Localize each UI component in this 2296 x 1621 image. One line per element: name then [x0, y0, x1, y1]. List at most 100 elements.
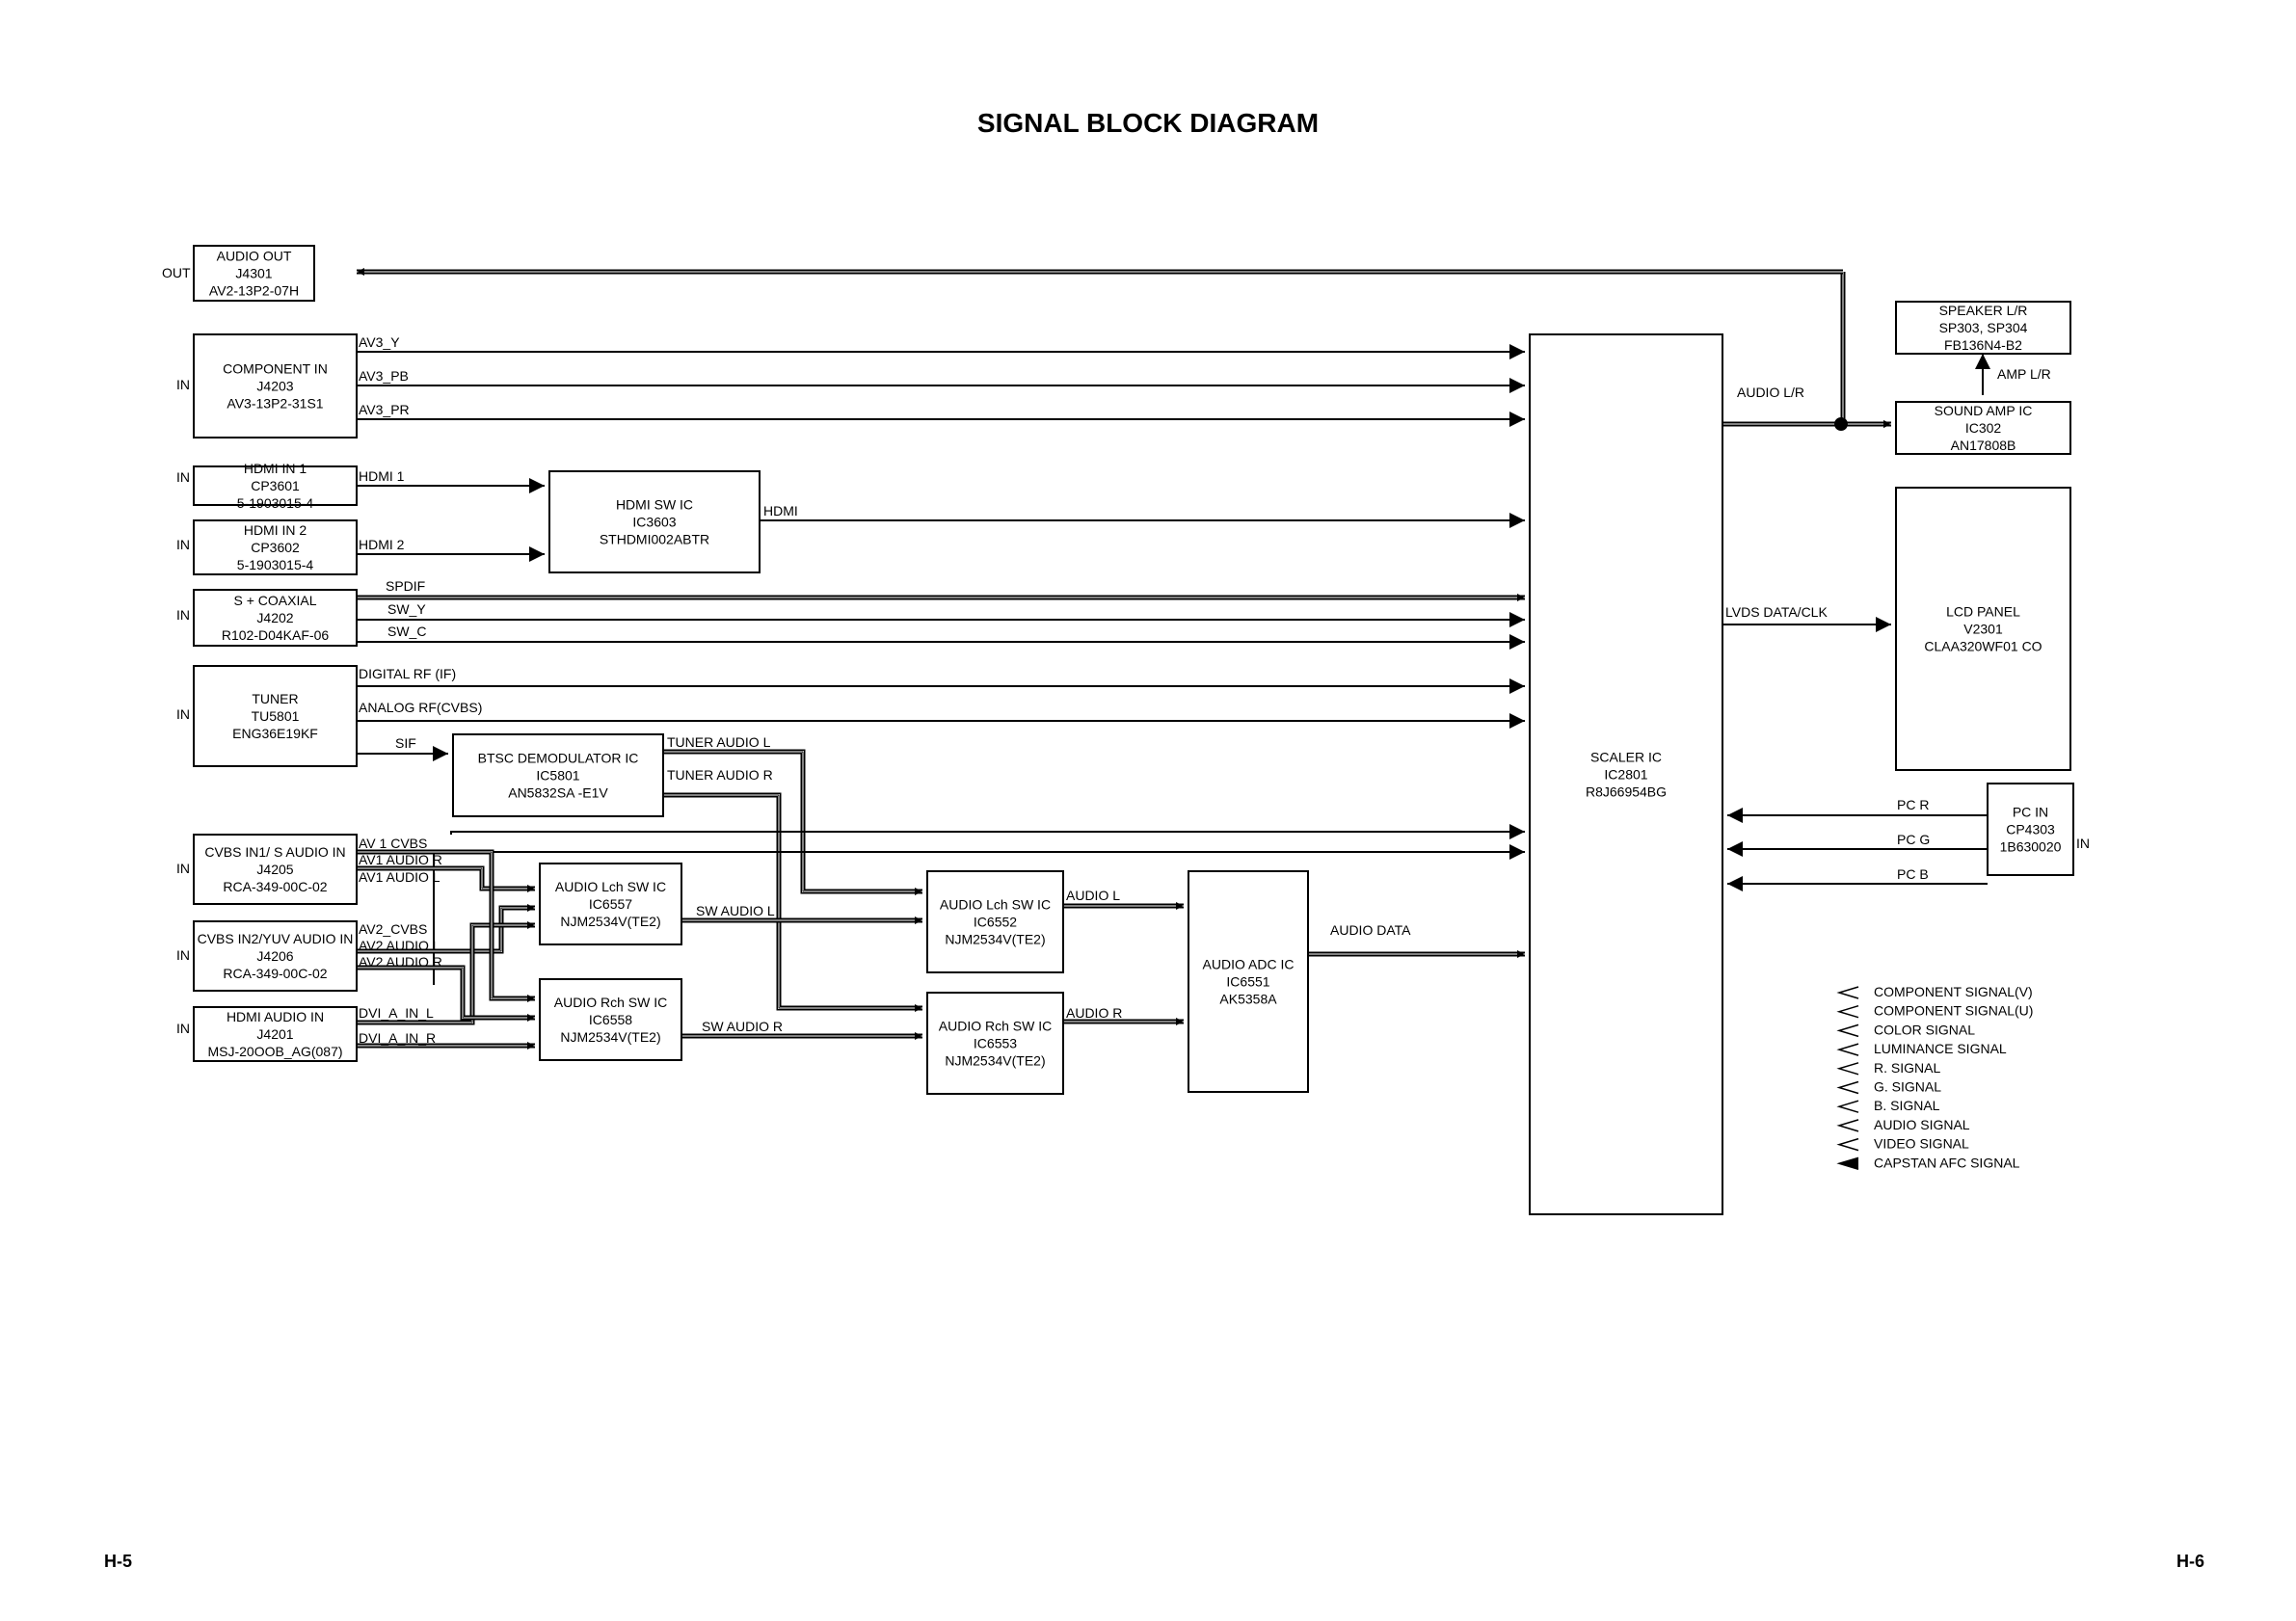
legend-item: CAPSTAN AFC SIGNAL — [1836, 1155, 2020, 1170]
io-label-in: IN — [2076, 836, 2090, 851]
io-label-in: IN — [176, 469, 190, 485]
block-label: BTSC DEMODULATOR IC — [478, 751, 639, 766]
block-label: PC IN — [2013, 805, 2048, 820]
io-label-in: IN — [176, 861, 190, 876]
signal-label-av2-audio-l: AV2 AUDIO L — [359, 938, 441, 953]
legend-label: LUMINANCE SIGNAL — [1874, 1041, 2007, 1056]
legend-item: VIDEO SIGNAL — [1836, 1136, 1969, 1152]
signal-label-av1-cvbs: AV 1 CVBS — [359, 836, 427, 851]
io-label-in: IN — [176, 947, 190, 963]
block-label: R8J66954BG — [1586, 784, 1667, 800]
legend-label: CAPSTAN AFC SIGNAL — [1874, 1155, 2020, 1170]
block-label: NJM2534V(TE2) — [560, 914, 660, 929]
wire-av1-audio-l — [357, 867, 535, 892]
block-label: ENG36E19KF — [232, 726, 318, 741]
wire-av1-cvbs — [450, 824, 1525, 839]
block-label: HDMI SW IC — [616, 497, 693, 513]
legend-label: B. SIGNAL — [1874, 1098, 1940, 1113]
block-label: NJM2534V(TE2) — [945, 932, 1045, 947]
diagram-title: SIGNAL BLOCK DIAGRAM — [976, 108, 1320, 138]
block-label: SCALER IC — [1590, 750, 1662, 765]
block-label: IC3603 — [632, 515, 676, 530]
signal-label-audio-r: AUDIO R — [1066, 1005, 1122, 1021]
block-label: IC6557 — [589, 896, 632, 912]
legend-item: COMPONENT SIGNAL(V) — [1836, 984, 2033, 999]
legend-item: LUMINANCE SIGNAL — [1836, 1041, 2007, 1056]
signal-label-pc-g: PC G — [1897, 832, 1930, 847]
block-label: CLAA320WF01 CO — [1924, 639, 2042, 654]
wire-dvi-l — [357, 921, 535, 1023]
block-label: HDMI IN 2 — [244, 522, 307, 538]
signal-label-pc-r: PC R — [1897, 797, 1929, 812]
signal-label-audio-lr: AUDIO L/R — [1737, 385, 1804, 400]
block-label: AN5832SA -E1V — [508, 785, 608, 801]
legend-label: AUDIO SIGNAL — [1874, 1117, 1970, 1132]
signal-label-av1-audio-r: AV1 AUDIO R — [359, 852, 442, 867]
wire-audio-lr-amp — [1842, 272, 1891, 428]
block-label: 1B630020 — [2000, 839, 2062, 855]
block-label: AN17808B — [1951, 438, 2016, 453]
io-label-in: IN — [176, 377, 190, 392]
signal-label-sw-c: SW_C — [387, 624, 426, 639]
block-label: IC6551 — [1226, 974, 1269, 990]
legend-item: G. SIGNAL — [1836, 1079, 1941, 1095]
block-label: S + COAXIAL — [234, 593, 317, 608]
wire-av1-audio-r — [357, 851, 535, 1002]
signal-label-spdif: SPDIF — [386, 578, 425, 594]
block-label: HDMI AUDIO IN — [227, 1009, 324, 1024]
block-label: CP4303 — [2006, 822, 2055, 837]
signal-label-audio-l: AUDIO L — [1066, 888, 1120, 903]
block-label: AUDIO Lch SW IC — [940, 897, 1051, 913]
block-label: CP3602 — [251, 540, 300, 555]
block-label: LCD PANEL — [1946, 604, 2020, 620]
block-label: CP3601 — [251, 478, 300, 493]
block-pc-in: PC IN CP4303 1B630020 — [1987, 783, 2074, 876]
legend-label: R. SIGNAL — [1874, 1060, 1940, 1076]
signal-label-hdmi2: HDMI 2 — [359, 537, 405, 552]
block-label: AUDIO OUT — [217, 249, 292, 264]
block-hdmi-in2: HDMI IN 2 CP3602 5-1903015-4 — [193, 519, 358, 575]
block-label: AUDIO Rch SW IC — [939, 1019, 1052, 1034]
page-number-right: H-6 — [2176, 1552, 2205, 1571]
block-label: 5-1903015-4 — [237, 557, 314, 572]
signal-label-lvds: LVDS DATA/CLK — [1725, 604, 1828, 620]
legend-label: COMPONENT SIGNAL(V) — [1874, 984, 2033, 999]
legend-label: COLOR SIGNAL — [1874, 1022, 1975, 1037]
block-label: 5-1903015-4 — [237, 495, 314, 511]
block-label: RCA-349-00C-02 — [223, 966, 327, 981]
legend-item: AUDIO SIGNAL — [1836, 1117, 1970, 1132]
wire-av2-audio-r — [357, 967, 535, 1022]
block-label: RCA-349-00C-02 — [223, 879, 327, 894]
legend-label: G. SIGNAL — [1874, 1079, 1941, 1095]
block-label: CVBS IN1/ S AUDIO IN — [204, 844, 345, 860]
signal-label-pc-b: PC B — [1897, 866, 1929, 882]
io-label-in: IN — [176, 706, 190, 722]
io-label-in: IN — [176, 607, 190, 623]
signal-label-hdmi1: HDMI 1 — [359, 468, 405, 484]
legend-label: COMPONENT SIGNAL(U) — [1874, 1003, 2033, 1019]
legend-item: COLOR SIGNAL — [1836, 1022, 1975, 1037]
block-label: IC6558 — [589, 1012, 632, 1027]
signal-label-amp-lr: AMP L/R — [1997, 366, 2051, 382]
block-label: J4202 — [256, 610, 293, 625]
block-label: J4301 — [235, 266, 272, 281]
block-label: FB136N4-B2 — [1944, 337, 2022, 353]
wire-tuner-audio-l — [663, 751, 922, 895]
signal-label-sw-y: SW_Y — [387, 601, 426, 617]
io-label-in: IN — [176, 537, 190, 552]
signal-label-dvi-r: DVI_A_IN_R — [359, 1030, 436, 1046]
block-label: NJM2534V(TE2) — [560, 1029, 660, 1045]
